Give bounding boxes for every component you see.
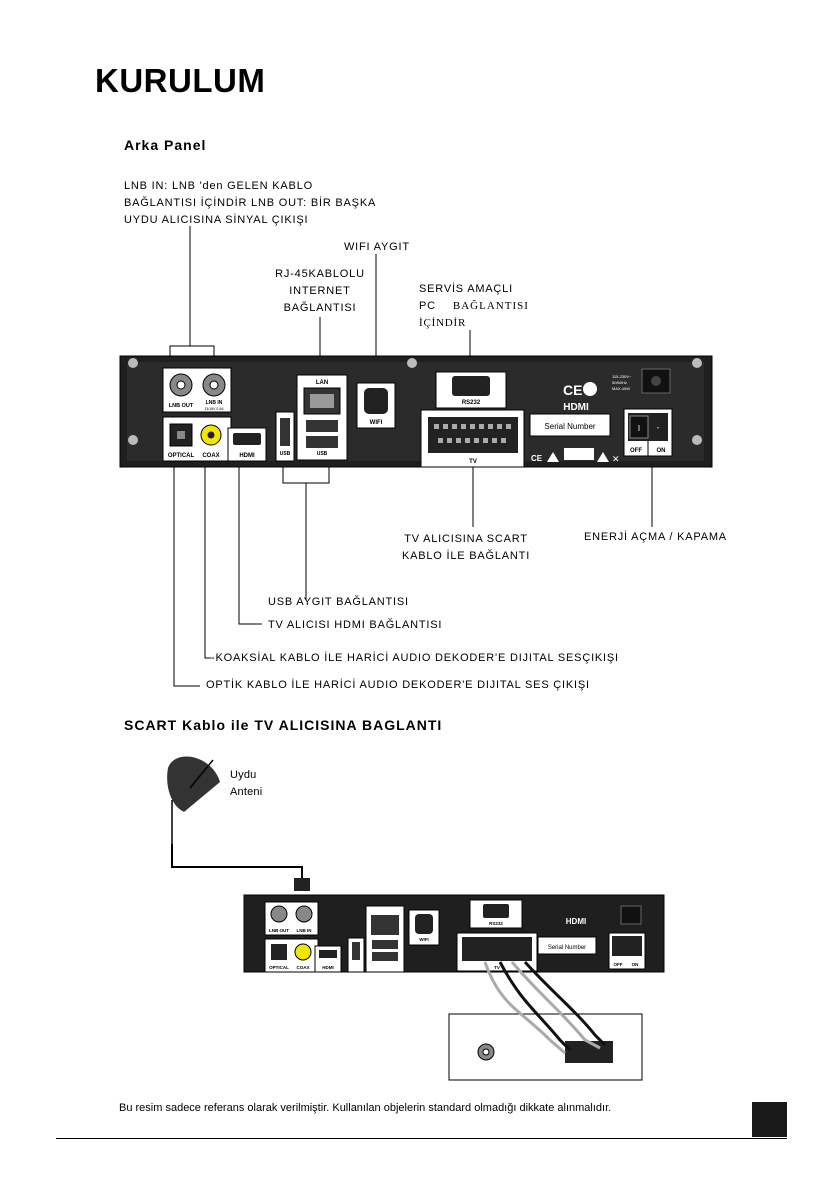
scart-description-line: TV ALICISINA SCART bbox=[404, 533, 528, 545]
footer-rule bbox=[56, 1138, 787, 1139]
svg-text:I: I bbox=[638, 424, 640, 433]
hdmi-port-text: HDMI bbox=[239, 453, 255, 459]
lnb-description-line: LNB IN: LNB 'den GELEN KABLO bbox=[124, 180, 313, 192]
hdmi-port-text: HDMI bbox=[322, 965, 334, 970]
ce-mark-icon: CE bbox=[531, 454, 543, 463]
section-heading-rear-panel: Arka Panel bbox=[124, 137, 207, 153]
tv-scart-text: TV bbox=[494, 965, 500, 970]
antenna-cable bbox=[171, 844, 303, 880]
optical-text: OPTICAL bbox=[168, 453, 195, 459]
coax-description: -KOAKSİAL KABLO İLE HARİCİ AUDIO DEKODER… bbox=[211, 652, 619, 664]
coax-text: COAX bbox=[296, 965, 309, 970]
power-description: ENERJİ AÇMA / KAPAMA bbox=[584, 531, 727, 543]
lnb-in-text: LNB IN bbox=[206, 400, 223, 406]
rear-panel-diagram: LNB OUT LNB IN 13/18V 0.5A OPTICAL COAX … bbox=[119, 226, 713, 687]
usb-text: USB bbox=[317, 451, 328, 457]
power-spec-text: 50/60Hz bbox=[612, 380, 627, 385]
compliance-label-icon bbox=[564, 448, 594, 460]
hdmi-port-icon bbox=[233, 433, 261, 445]
coax-text: COAX bbox=[202, 453, 219, 459]
screw-icon bbox=[128, 358, 138, 368]
warning-icon bbox=[597, 452, 609, 462]
serial-number-text: Serial Number bbox=[544, 422, 595, 431]
on-text: ON bbox=[632, 962, 639, 967]
wifi-port-text: WIFI bbox=[370, 420, 383, 426]
off-text: OFF bbox=[630, 448, 642, 454]
hdmi-logo-text: HDMI bbox=[563, 402, 589, 413]
rj45-description-line: BAĞLANTISI bbox=[283, 302, 357, 314]
serial-number-text: Serial Number bbox=[548, 945, 586, 951]
lnb-description-line: UYDU ALICISINA SİNYAL ÇIKIŞI bbox=[124, 214, 309, 226]
screw-icon bbox=[128, 435, 138, 445]
on-text: ON bbox=[657, 448, 666, 454]
antenna-label-line: Uydu bbox=[230, 769, 257, 781]
rj45-description-line: INTERNET bbox=[289, 285, 351, 297]
scart-description: TV ALICISINA SCART KABLO İLE BAĞLANTI bbox=[400, 531, 532, 565]
usb-port-icon bbox=[306, 420, 338, 432]
service-pc-text: PC bbox=[419, 300, 436, 312]
scart-port-icon bbox=[428, 417, 518, 453]
wifi-port-text: WIFI bbox=[419, 937, 429, 942]
warning-icon bbox=[547, 452, 559, 462]
ce-mark-icon: CE bbox=[563, 382, 582, 398]
footer-note: Bu resim sadece referans olarak verilmiş… bbox=[119, 1102, 612, 1114]
lan-text: LAN bbox=[316, 380, 328, 386]
satellite-dish-icon bbox=[167, 756, 220, 844]
usb-port-icon bbox=[280, 418, 290, 446]
usb-port-icon bbox=[306, 436, 338, 448]
lnb-out-text: LNB OUT bbox=[169, 403, 194, 409]
scart-connection-diagram: LNB OUT LNB IN OPTICAL COAX HDMI WIFI RS… bbox=[167, 756, 665, 1081]
page-title: KURULUM bbox=[95, 62, 266, 99]
page-marker-block bbox=[752, 1102, 787, 1137]
leader-lines bbox=[169, 226, 653, 687]
optical-text: OPTICAL bbox=[269, 965, 289, 970]
svg-text:-: - bbox=[657, 423, 660, 432]
rs232-port-icon bbox=[452, 376, 490, 396]
lnb-description: LNB IN: LNB 'den GELEN KABLO BAĞLANTISI … bbox=[124, 178, 376, 229]
antenna-label: Uydu Anteni bbox=[230, 767, 262, 801]
optical-description: OPTİK KABLO İLE HARİCİ AUDIO DEKODER'E D… bbox=[206, 679, 590, 691]
service-description-line: SERVİS AMAÇLI bbox=[419, 283, 513, 295]
rj45-description-line: RJ-45KABLOLU bbox=[275, 268, 365, 280]
service-description: SERVİS AMAÇLI PC BAĞLANTISI İÇİNDİR bbox=[419, 281, 539, 332]
rs232-text: RS232 bbox=[462, 400, 481, 406]
scart-cable bbox=[483, 961, 607, 1055]
power-standby-icon bbox=[583, 382, 597, 396]
power-spec-text: MAX.40W bbox=[612, 386, 630, 391]
power-spec-text: 115-230V~ bbox=[612, 374, 632, 379]
hdmi-logo-text: HDMI bbox=[566, 917, 586, 926]
section-heading-scart-connection: SCART Kablo ile TV ALICISINA BAGLANTI bbox=[124, 717, 443, 733]
lnb-in-spec-text: 13/18V 0.5A bbox=[204, 407, 224, 411]
hdmi-description: TV ALICISI HDMI BAĞLANTISI bbox=[268, 619, 443, 631]
wifi-label: WIFI AYGIT bbox=[344, 241, 410, 253]
f-connector-icon bbox=[294, 878, 310, 891]
lnb-out-text: LNB OUT bbox=[269, 928, 289, 933]
tv-scart-text: TV bbox=[469, 459, 477, 465]
recycle-bin-icon: ✕ bbox=[612, 454, 620, 464]
service-connection-text: BAĞLANTISI bbox=[452, 300, 529, 312]
service-description-line: İÇİNDİR bbox=[419, 317, 467, 329]
rs232-text: RS232 bbox=[489, 921, 503, 926]
usb-description: USB AYGIT BAĞLANTISI bbox=[268, 596, 409, 608]
rj45-description: RJ-45KABLOLU INTERNET BAĞLANTISI bbox=[264, 266, 376, 317]
off-text: OFF bbox=[614, 962, 623, 967]
wifi-antenna-port-icon bbox=[364, 388, 388, 414]
screw-icon bbox=[692, 358, 702, 368]
scart-description-line: KABLO İLE BAĞLANTI bbox=[401, 550, 531, 562]
screw-icon bbox=[407, 358, 417, 368]
service-description-line: PC BAĞLANTISI bbox=[419, 298, 539, 315]
lnb-in-text: LNB IN bbox=[297, 928, 312, 933]
screw-icon bbox=[692, 435, 702, 445]
tv-scart-port-icon bbox=[565, 1041, 613, 1063]
usb-text: USB bbox=[280, 451, 291, 457]
antenna-label-line: Anteni bbox=[230, 786, 263, 798]
lnb-description-line: BAĞLANTISI İÇİNDİR LNB OUT: BİR BAŞKA bbox=[124, 197, 377, 209]
